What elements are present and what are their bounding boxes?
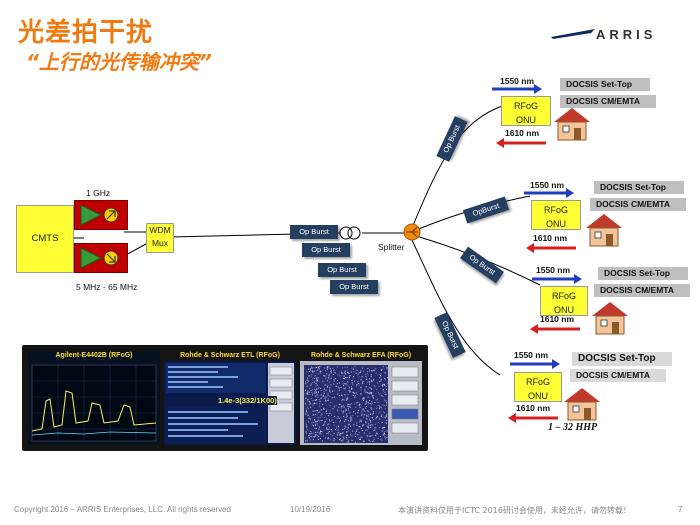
downstream-arrow-icon — [524, 188, 574, 198]
downstream-arrow-icon — [510, 359, 560, 369]
footer-copyright: Copyright 2016 – ARRIS Enterprises, LLC.… — [14, 505, 231, 514]
service-label-settop: DOCSIS Set-Top — [598, 267, 688, 280]
hhp-count-label: 1 – 32 HHP — [548, 422, 598, 433]
service-label-settop: DOCSIS Set-Top — [560, 78, 650, 91]
upstream-arrow-icon — [508, 413, 558, 423]
upstream-arrow-icon — [526, 243, 576, 253]
service-label-cm: DOCSIS CM/EMTA — [560, 95, 656, 108]
onu-label-line1: RFoG — [543, 205, 568, 215]
splitter-icon — [403, 223, 421, 241]
rfog-onu-box: RFoG ONU — [501, 96, 551, 126]
op-burst-packet: Op Burst — [302, 243, 350, 257]
rfog-onu-box: RFoG ONU — [531, 200, 581, 230]
slide-title: 光差拍干扰 — [18, 18, 154, 48]
splitter-label: Splitter — [378, 242, 405, 252]
downstream-transmitter — [74, 200, 128, 230]
op-burst-packet: Op Burst — [318, 263, 366, 277]
spectrum-plot — [31, 364, 157, 442]
upstream-wavelength: 1610 nm — [540, 314, 575, 324]
onu-label-line1: RFoG — [525, 377, 550, 387]
wdm-label-line2: Mux — [151, 238, 169, 248]
upstream-arrow-icon — [496, 138, 546, 148]
upstream-wavelength: 1610 nm — [516, 403, 551, 413]
onu-label-line2: ONU — [516, 115, 536, 125]
rs-etl-screen: Rohde & Schwarz ETL (RFoG) — [164, 351, 296, 445]
house-icon — [564, 388, 600, 421]
wdm-label-line1: WDM — [149, 225, 171, 235]
constellation-diagram — [300, 361, 422, 445]
house-icon — [554, 108, 590, 141]
service-label-settop: DOCSIS Set-Top — [594, 181, 684, 194]
house-icon — [592, 302, 628, 335]
arris-logo-text: ARRIS — [596, 27, 657, 42]
service-label-cm: DOCSIS CM/EMTA — [590, 198, 686, 211]
onu-label-line2: ONU — [528, 391, 548, 401]
upstream-arrow-icon — [530, 324, 580, 334]
rfog-onu-box: RFoG ONU — [540, 286, 588, 316]
freq-bottom-label: 5 MHz - 65 MHz — [76, 282, 138, 292]
footer-page-number: 7 — [678, 505, 683, 514]
upstream-receiver — [74, 243, 128, 273]
onu-label-line2: ONU — [546, 219, 566, 229]
error-rate-readout: 1.4e-3(332/1K00) — [218, 396, 277, 405]
downstream-wavelength: 1550 nm — [514, 350, 549, 360]
downstream-arrow-icon — [492, 84, 542, 94]
fiber-coil-icon — [339, 226, 361, 240]
footer-notice: 本演讲资料仅用于ICTC 2016研讨会使用，未经允许，请勿转载！ — [398, 506, 631, 515]
screen-title: Rohde & Schwarz ETL (RFoG) — [164, 351, 296, 361]
arris-logo-swoosh-icon — [551, 29, 595, 39]
op-burst-packet: Op Burst — [330, 280, 378, 294]
onu-label-line1: RFoG — [513, 101, 538, 111]
service-label-settop: DOCSIS Set-Top — [572, 352, 672, 366]
cmts-box: CMTS — [16, 205, 74, 273]
screen-title: Rohde & Schwarz EFA (RFoG) — [300, 351, 422, 361]
rfog-onu-box: RFoG ONU — [514, 372, 562, 402]
upstream-wavelength: 1610 nm — [533, 233, 568, 243]
onu-label-line2: ONU — [554, 305, 574, 315]
rs-efa-screen: Rohde & Schwarz EFA (RFoG) — [300, 351, 422, 445]
screen-title: Agilent-E4402B (RFoG) — [55, 352, 133, 359]
service-label-cm: DOCSIS CM/EMTA — [570, 369, 666, 382]
amplifier-icon — [80, 247, 119, 269]
downstream-arrow-icon — [532, 274, 582, 284]
freq-top-label: 1 GHz — [86, 188, 111, 198]
wdm-mux-box: WDM Mux — [146, 223, 174, 253]
downstream-wavelength: 1550 nm — [530, 180, 565, 190]
downstream-wavelength: 1550 nm — [536, 265, 571, 275]
amplifier-icon — [80, 204, 119, 226]
downstream-wavelength: 1550 nm — [500, 76, 535, 86]
footer-date: 10/19/2016 — [290, 505, 331, 514]
service-label-cm: DOCSIS CM/EMTA — [594, 284, 690, 297]
agilent-screen: Agilent-E4402B (RFoG) — [28, 351, 160, 445]
etl-readout-panel — [164, 361, 296, 445]
op-burst-packet: Op Burst — [290, 225, 338, 239]
upstream-wavelength: 1610 nm — [505, 128, 540, 138]
instrument-screenshots: Agilent-E4402B (RFoG) Rohde & Schwarz ET… — [22, 345, 428, 451]
house-icon — [586, 214, 622, 247]
slide-subtitle: “上行的光传输冲突” — [26, 50, 212, 74]
constellation-noise — [305, 366, 388, 443]
onu-label-line1: RFoG — [551, 291, 576, 301]
